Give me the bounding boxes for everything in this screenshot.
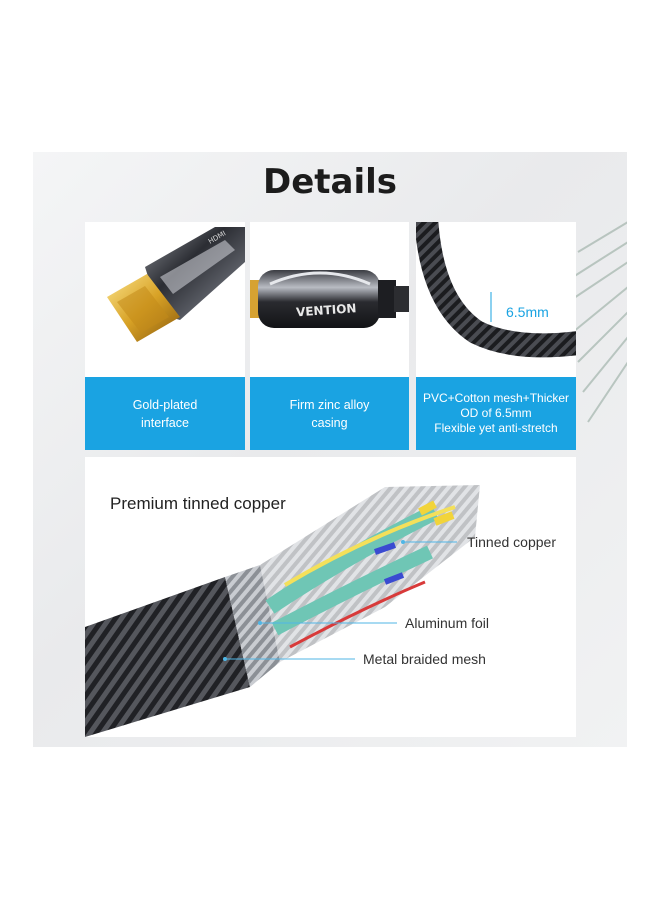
feature-label-gold-plated: Gold-plated interface [85,377,245,450]
callout-metal-braided-mesh: Metal braided mesh [363,651,486,667]
cable-structure-card: Premium tinned copper [85,457,576,737]
feature-card-gold-plated: HDMI Gold-plated interface [85,222,245,450]
callout-tinned-copper: Tinned copper [467,534,556,550]
feature-text-zinc-casing: Firm zinc alloy casing [289,397,370,430]
feature-label-cable-jacket: PVC+Cotton mesh+Thicker OD of 6.5mm Flex… [416,377,576,450]
page-title: Details [262,162,398,202]
braided-cable-image: 6.5mm [416,222,576,377]
cable-cross-section-image [85,485,480,737]
zinc-casing-image: VENTION [250,222,409,377]
diameter-label: 6.5mm [506,304,549,320]
feature-text-gold-plated: Gold-plated interface [132,397,198,430]
feature-text-cable-jacket: PVC+Cotton mesh+Thicker OD of 6.5mm Flex… [422,391,570,435]
gold-plated-connector-image: HDMI [85,222,245,377]
structure-title: Premium tinned copper [110,494,286,513]
palm-leaf-decoration [568,221,627,423]
callout-aluminum-foil: Aluminum foil [405,615,490,631]
feature-label-zinc-casing: Firm zinc alloy casing [250,377,409,450]
feature-card-cable-jacket: 6.5mm PVC+Cotton mesh+Thicker OD of 6.5m… [416,222,576,450]
details-panel: Details HDMI Gold-plated interface [33,152,627,747]
feature-card-zinc-casing: VENTION Firm zinc alloy casing [250,222,409,450]
vention-brand-text: VENTION [296,301,357,319]
